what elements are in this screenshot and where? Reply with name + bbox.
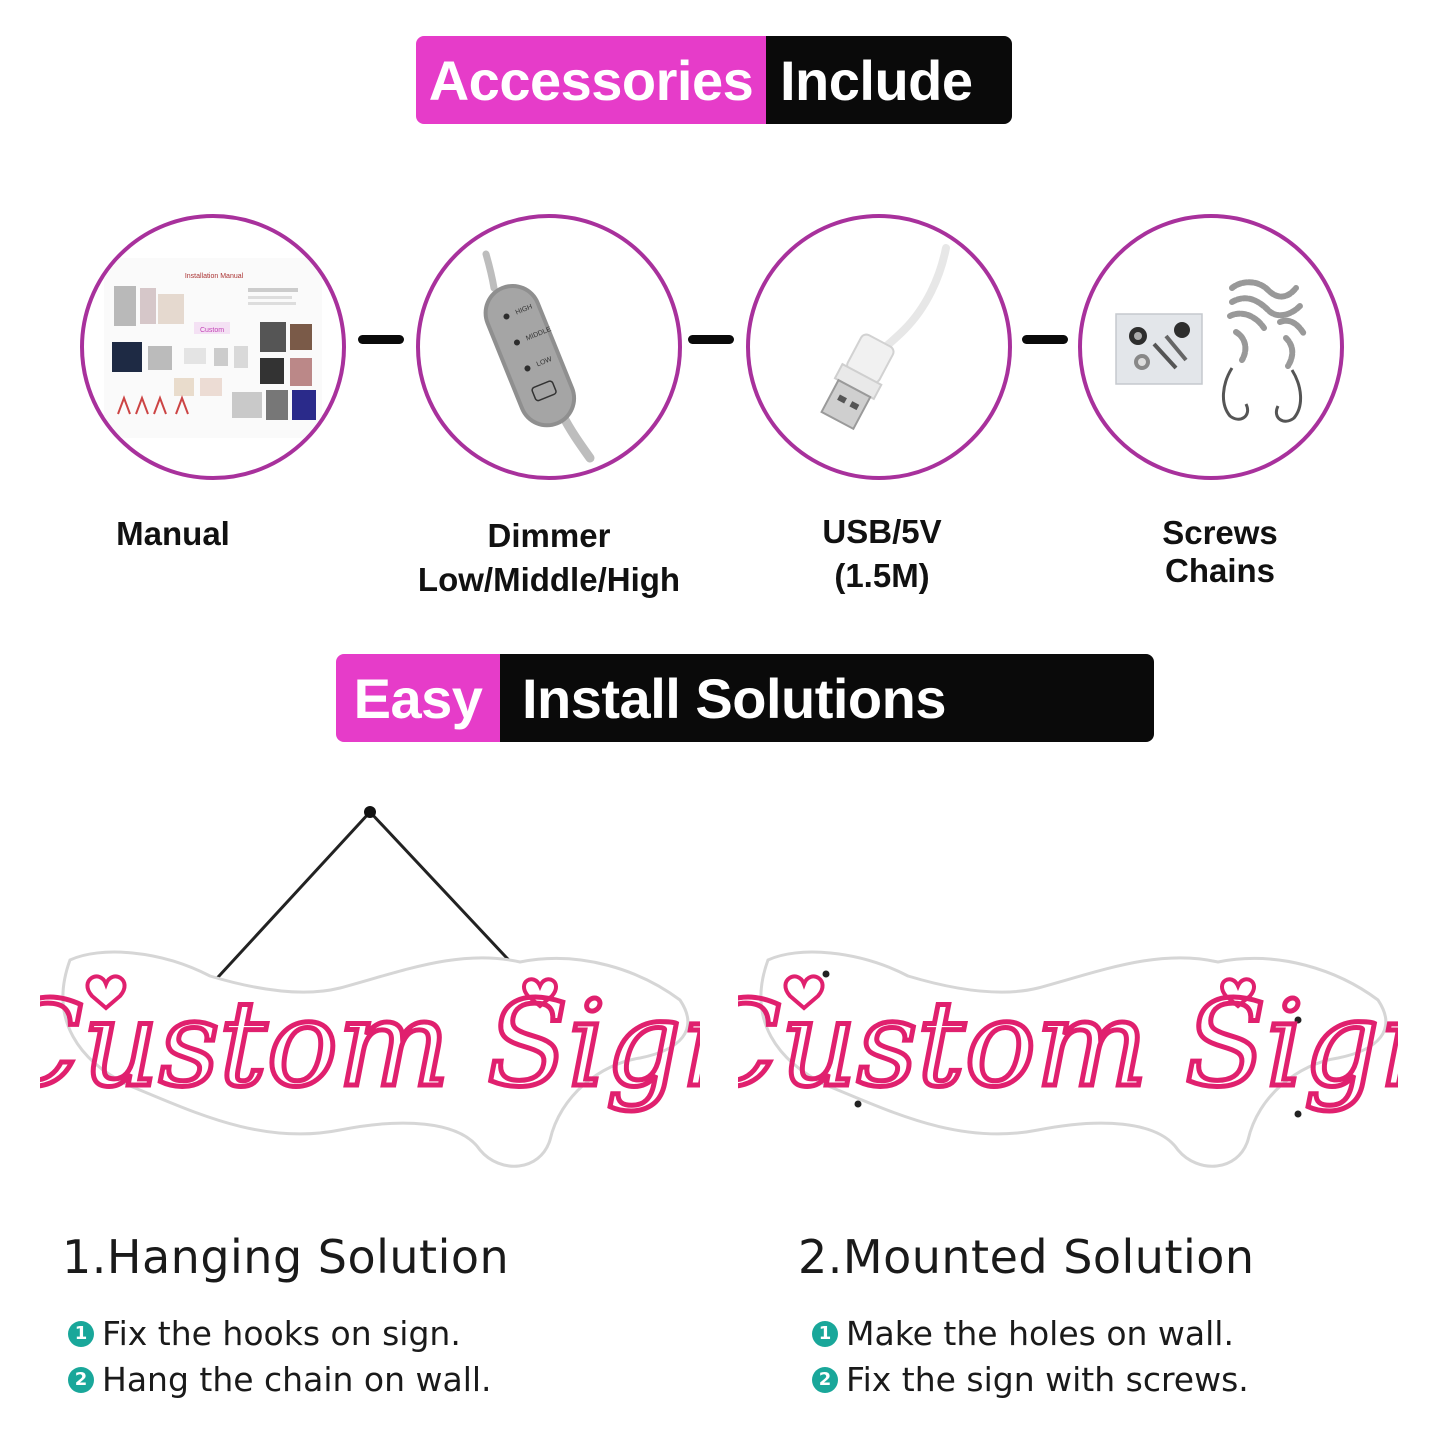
accessory-label-line: Dimmer — [487, 517, 611, 554]
connector-dash — [688, 335, 734, 344]
sign-acrylic-backing — [61, 950, 690, 1168]
manual-heading: Installation Manual — [185, 273, 244, 280]
wall-hook-point — [364, 806, 376, 818]
neon-sign-text: Custom Sign — [738, 975, 1398, 1113]
hanging-solution-title: 1.Hanging Solution — [62, 1230, 510, 1284]
screw-hole-icon — [1294, 1110, 1302, 1118]
accessories-banner-rest: Include — [766, 36, 1012, 124]
dimmer-circle: HIGH MIDDLE LOW — [416, 214, 682, 480]
dimmer-remote-icon: HIGH MIDDLE LOW — [482, 250, 595, 463]
connector-dash — [358, 335, 404, 344]
mounted-step-1: 1 Make the holes on wall. — [812, 1314, 1234, 1353]
mounted-solution-title: 2.Mounted Solution — [798, 1230, 1255, 1284]
neon-sign-text: Custom Sign — [40, 975, 700, 1113]
accessory-label-line: Low/Middle/High — [417, 561, 681, 598]
accessory-label-line: (1.5M) — [834, 557, 930, 594]
usb-cable-icon — [820, 244, 950, 431]
accessory-label-line: Screws — [1162, 514, 1278, 551]
screws-chains-icon — [1115, 279, 1307, 423]
usb-circle — [746, 214, 1012, 480]
manual-brand: Custom — [200, 327, 224, 334]
manual-sheet-icon: Installation Manual Custom — [104, 258, 322, 438]
accessories-banner: Accessories Include — [416, 36, 1012, 124]
screw-hole-icon — [822, 970, 830, 978]
connector-dash — [1022, 335, 1068, 344]
step-text: Make the holes on wall. — [846, 1314, 1234, 1353]
step-number-badge: 2 — [68, 1366, 94, 1393]
heart-icon — [85, 974, 127, 1011]
hanging-sign-illustration: Custom Sign — [40, 806, 700, 1168]
hanging-chain — [206, 810, 372, 990]
step-text: Fix the hooks on sign. — [102, 1314, 461, 1353]
install-banner: Easy Install Solutions — [336, 654, 1154, 742]
step-number-badge: 1 — [812, 1320, 838, 1347]
hanging-chain — [368, 810, 522, 974]
screw-hole-icon — [1294, 1016, 1302, 1024]
accessory-label-line: Manual — [116, 515, 230, 552]
manual-circle: Installation Manual Custom — [80, 214, 346, 480]
step-number-badge: 2 — [812, 1366, 838, 1393]
heart-icon — [1220, 977, 1256, 1009]
screw-hole-icon — [854, 1100, 862, 1108]
accessory-label-dimmer: Dimmer Low/Middle/High — [390, 514, 708, 602]
accessory-label-usb: USB/5V (1.5M) — [772, 510, 992, 598]
accessory-label-manual: Manual — [62, 512, 284, 556]
accessory-label-line: USB/5V — [822, 513, 942, 550]
accessory-label-line: Chains — [1164, 552, 1276, 589]
heart-icon — [783, 974, 825, 1011]
hanging-step-1: 1 Fix the hooks on sign. — [68, 1314, 461, 1353]
hanging-step-2: 2 Hang the chain on wall. — [68, 1360, 492, 1399]
install-banner-highlight: Easy — [336, 654, 500, 742]
sign-acrylic-backing — [759, 950, 1388, 1168]
step-text: Hang the chain on wall. — [102, 1360, 492, 1399]
step-number-badge: 1 — [68, 1320, 94, 1347]
heart-icon — [522, 977, 558, 1009]
mounted-step-2: 2 Fix the sign with screws. — [812, 1360, 1249, 1399]
mounted-sign-illustration: Custom Sign — [738, 950, 1398, 1168]
screws-chains-circle — [1078, 214, 1344, 480]
install-banner-rest: Install Solutions — [500, 654, 1154, 742]
accessory-label-screws: Screws Chains — [1120, 514, 1320, 590]
step-text: Fix the sign with screws. — [846, 1360, 1249, 1399]
accessories-banner-highlight: Accessories — [416, 36, 766, 124]
